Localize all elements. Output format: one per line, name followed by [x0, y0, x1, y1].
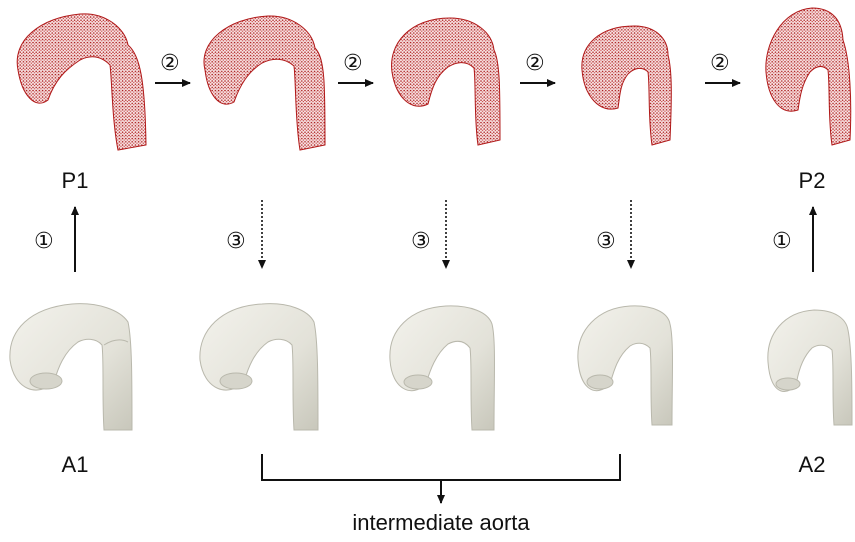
label-p2: P2 [799, 170, 826, 192]
point-cloud-step-3 [392, 18, 500, 145]
point-cloud-p2 [766, 8, 851, 145]
point-cloud-p1 [17, 14, 146, 150]
mesh-a2 [768, 310, 852, 425]
reconstruct-marker-2: ③ [411, 229, 431, 254]
label-a1: A1 [62, 454, 89, 476]
point-cloud-step-4 [582, 26, 671, 145]
mesh-a1 [10, 304, 132, 430]
lift-marker-left: ① [34, 229, 54, 254]
reconstruct-marker-1: ③ [226, 229, 246, 254]
morph-marker-1: ② [160, 51, 180, 76]
morph-marker-3: ② [525, 51, 545, 76]
morph-marker-4: ② [710, 51, 730, 76]
label-p1: P1 [62, 170, 89, 192]
point-cloud-step-2 [204, 16, 325, 150]
caption-intermediate-aorta: intermediate aorta [352, 512, 529, 534]
label-a2: A2 [799, 454, 826, 476]
mesh-step-2 [200, 304, 318, 430]
reconstruct-marker-3: ③ [596, 229, 616, 254]
mesh-step-3 [390, 306, 495, 430]
mesh-step-4 [578, 306, 673, 425]
intermediate-bracket [262, 454, 620, 503]
lift-marker-right: ① [772, 229, 792, 254]
morph-marker-2: ② [343, 51, 363, 76]
